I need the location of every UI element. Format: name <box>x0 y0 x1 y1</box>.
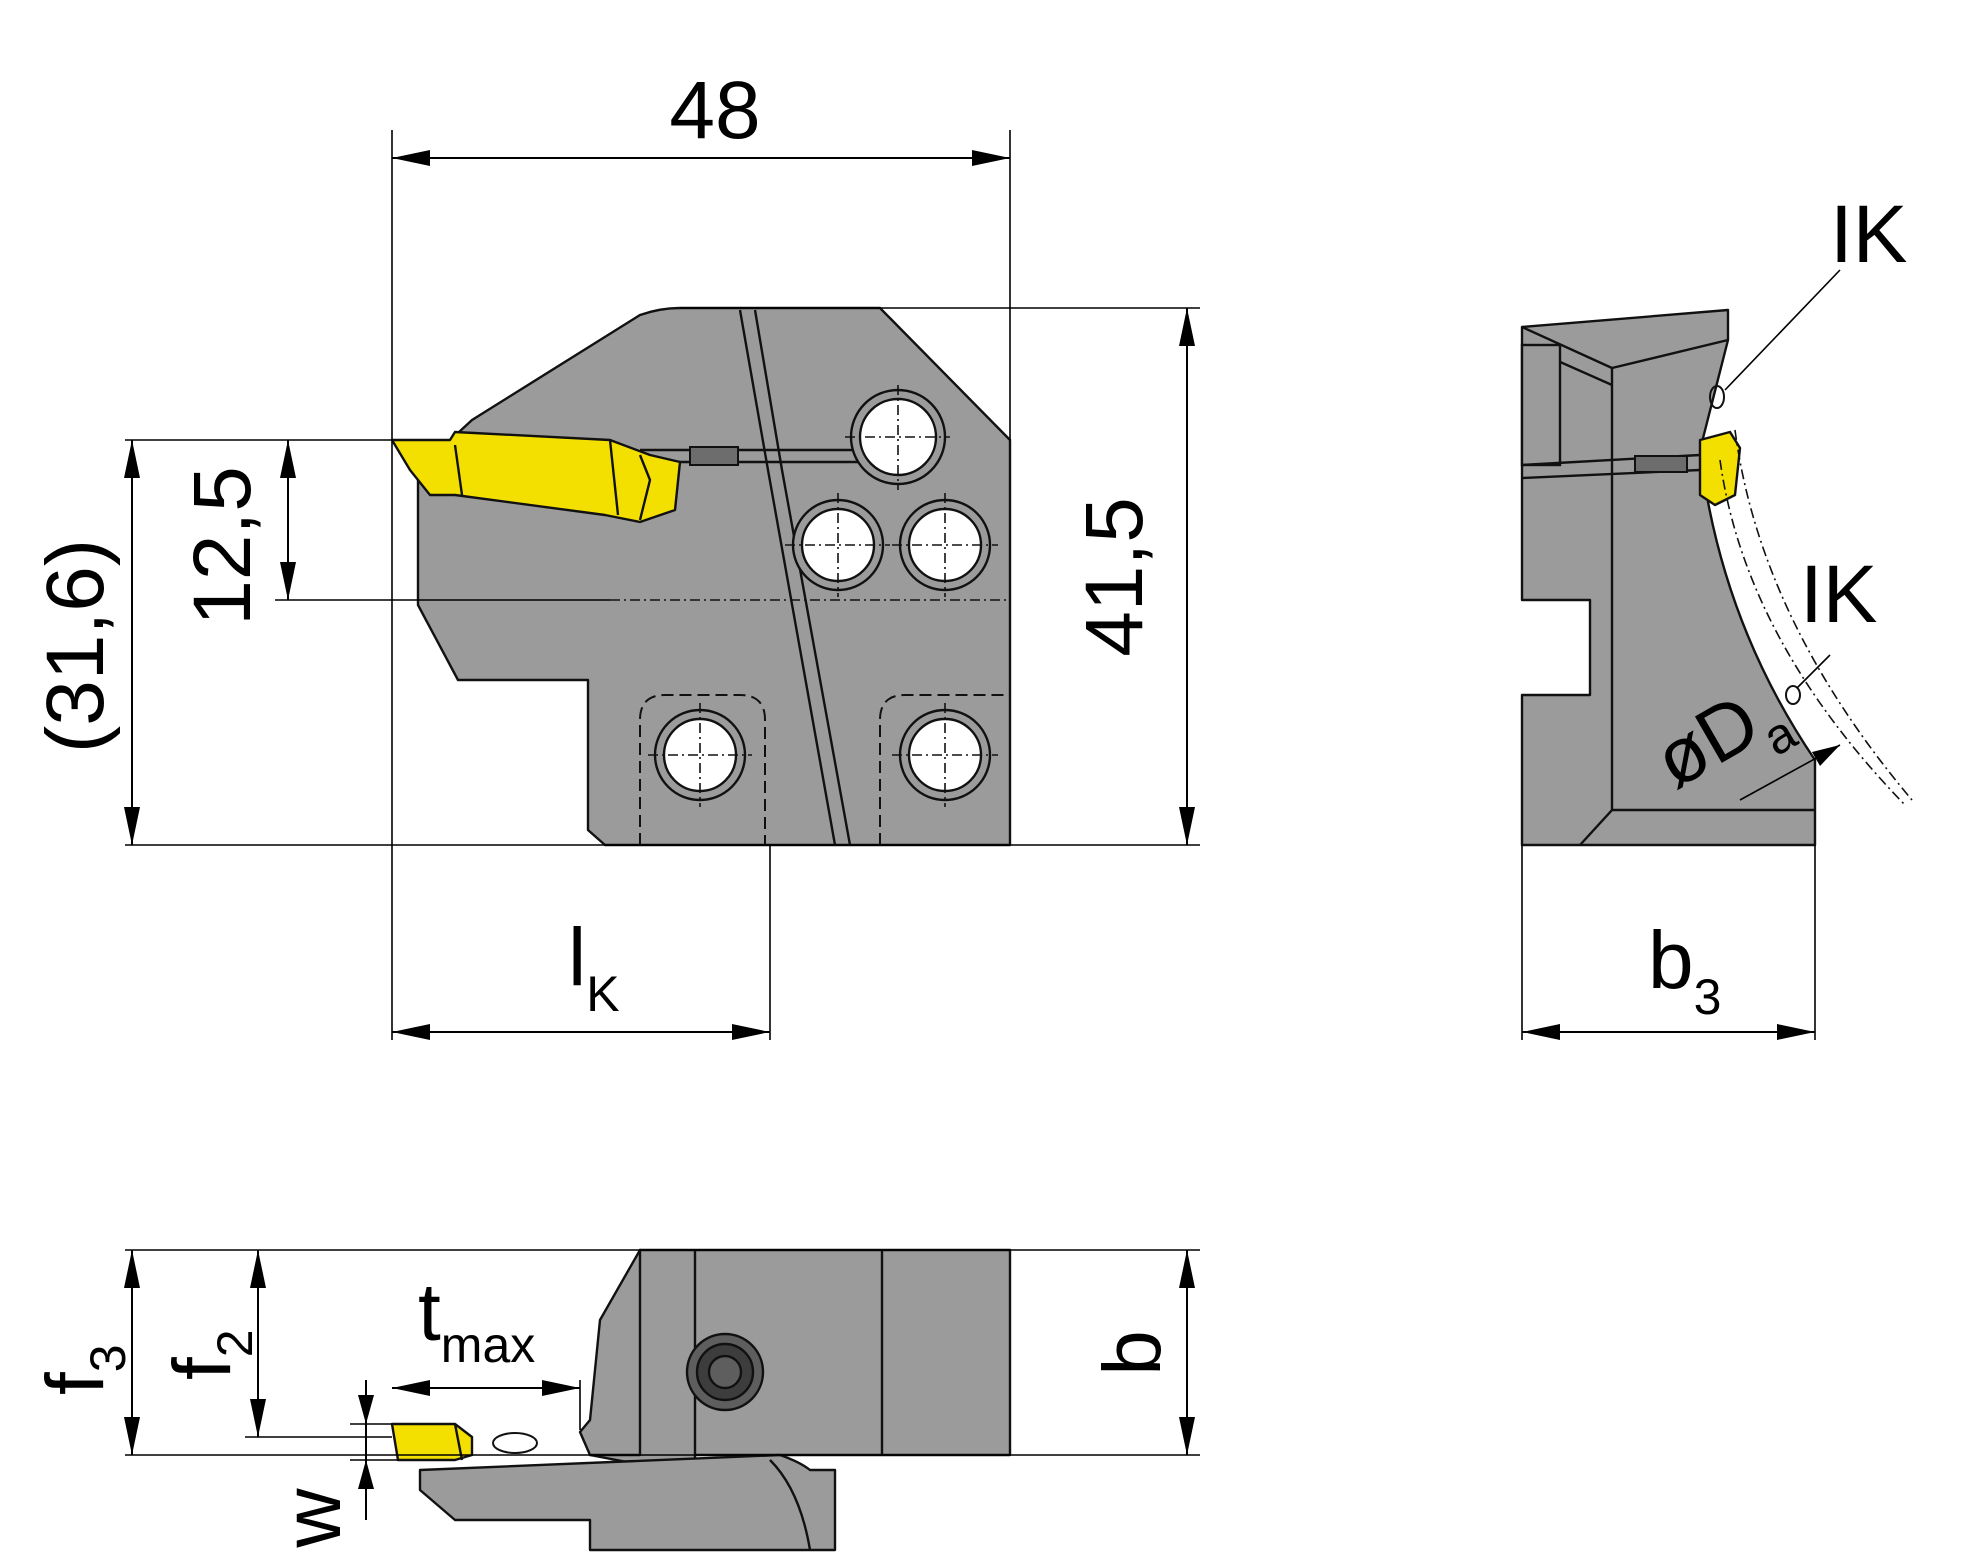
dim-tmax-label: tmax <box>418 1267 535 1373</box>
front-hole-mid-right <box>892 493 998 597</box>
ik-leader-bottom <box>1796 654 1831 689</box>
workpiece-arc-2 <box>1719 459 1906 806</box>
dim-f3-symbol: f <box>30 1372 121 1395</box>
dim-tmax-symbol: t <box>418 1267 441 1358</box>
dim-31-6-label: (31,6) <box>30 539 121 753</box>
dim-b-label: b <box>1087 1330 1178 1376</box>
side-body-face <box>1579 338 1815 846</box>
front-hidden-pocket-left <box>639 694 766 845</box>
dim-12-5-label: 12,5 <box>177 466 268 626</box>
top-tool-body[interactable] <box>588 1248 1012 1477</box>
front-hole-low-right <box>892 703 998 807</box>
top-body-front <box>578 1248 642 1457</box>
ik-label-bottom: IK <box>1800 549 1877 640</box>
top-lower-body <box>418 1453 837 1552</box>
side-view: IK IK øDa b3 <box>1520 189 1913 1040</box>
dim-f3-label: f3 <box>30 1344 136 1395</box>
dim-w-label: w <box>267 1488 358 1549</box>
dim-f3-subscript: 3 <box>80 1344 136 1372</box>
dim-f2-label: f2 <box>157 1329 263 1380</box>
dim-48-label: 48 <box>669 65 760 156</box>
front-wedge-line <box>738 309 837 846</box>
dim-f2-symbol: f <box>157 1357 248 1380</box>
side-clamp-screw <box>1634 455 1688 473</box>
ik-outlet-top <box>1709 385 1725 409</box>
dim-41-5-label: 41,5 <box>1069 497 1160 657</box>
dim-lk-label: lK <box>568 912 620 1022</box>
ik-label-top: IK <box>1830 189 1907 280</box>
front-hole-top <box>845 385 950 490</box>
front-insert[interactable] <box>390 430 682 524</box>
dim-tmax-subscript: max <box>441 1317 535 1373</box>
front-wedge-line-2 <box>753 309 852 846</box>
front-hole-low-left <box>648 703 752 807</box>
front-hole-mid-left <box>785 493 890 597</box>
front-view: 48 41,5 12,5 (31,6) lK <box>30 65 1200 1040</box>
dim-f2-subscript: 2 <box>207 1329 263 1357</box>
side-top-block <box>1520 343 1562 467</box>
dim-b3-label: b3 <box>1648 915 1721 1025</box>
top-screw <box>685 1332 765 1412</box>
ik-outlet-bottom <box>1785 685 1801 705</box>
ik-leader-top <box>1724 269 1841 391</box>
top-lower-curve <box>769 1459 812 1551</box>
side-insert[interactable] <box>1698 430 1742 507</box>
front-clamp-screw <box>689 446 739 466</box>
dim-lk-subscript: K <box>586 966 619 1022</box>
front-insert-edge <box>453 439 652 521</box>
top-coolant-hole <box>492 1432 538 1454</box>
dim-b3-symbol: b <box>1648 915 1694 1006</box>
dim-lk-symbol: l <box>568 912 586 1003</box>
dim-b3-subscript: 3 <box>1694 969 1722 1025</box>
front-hidden-pocket-right <box>879 694 1010 845</box>
top-view: f3 f2 tmax b w <box>30 1248 1200 1552</box>
